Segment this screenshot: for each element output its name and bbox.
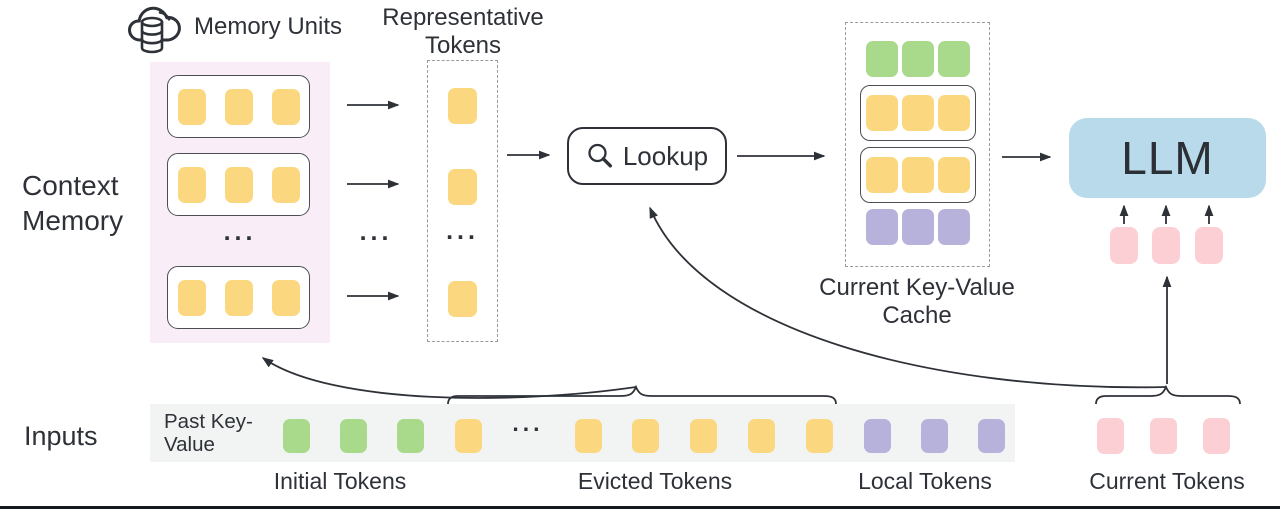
local-token xyxy=(864,419,891,453)
evicted-token xyxy=(748,419,775,453)
cloud-database-icon xyxy=(128,6,181,54)
evicted-token xyxy=(455,419,482,453)
memory-ellipsis: ... xyxy=(223,218,257,246)
memory-unit xyxy=(167,75,310,138)
current-token-under-llm xyxy=(1195,227,1223,264)
current-token xyxy=(1097,418,1124,454)
cache-memory-unit xyxy=(860,85,976,141)
cache-token-yellow xyxy=(938,95,970,131)
memory-token xyxy=(224,279,253,316)
strip-ellipsis: ... xyxy=(512,410,544,436)
evicted-token xyxy=(690,419,717,453)
evicted-token xyxy=(632,419,659,453)
cache-row-green xyxy=(846,41,989,77)
memory-token xyxy=(271,88,300,125)
cache-token-purple xyxy=(865,209,898,245)
cache-token-green xyxy=(865,41,898,77)
llm-box: LLM xyxy=(1069,118,1266,198)
memory-token xyxy=(177,88,206,125)
memory-token xyxy=(271,279,300,316)
past-key-value-label: Past Key-Value xyxy=(164,410,253,456)
memory-token xyxy=(224,166,253,203)
initial-token xyxy=(283,419,310,453)
cache-token-yellow xyxy=(866,157,898,193)
brace-evicted-tokens xyxy=(447,384,837,405)
representative-tokens-label: Representative Tokens xyxy=(382,4,544,60)
local-token xyxy=(921,419,948,453)
memory-unit xyxy=(167,266,310,329)
cache-token-yellow xyxy=(902,95,934,131)
memory-token xyxy=(224,88,253,125)
cache-memory-unit xyxy=(860,147,976,203)
initial-token xyxy=(397,419,424,453)
cache-token-purple xyxy=(901,209,934,245)
cache-token-yellow xyxy=(902,157,934,193)
cache-token-purple xyxy=(937,209,970,245)
current-token xyxy=(1150,418,1177,454)
brace-current-tokens xyxy=(1095,384,1241,405)
cache-token-yellow xyxy=(866,95,898,131)
local-token xyxy=(978,419,1005,453)
current-tokens-label: Current Tokens xyxy=(1089,468,1245,494)
cache-token-green xyxy=(937,41,970,77)
memory-token xyxy=(177,279,206,316)
representative-token xyxy=(448,88,477,124)
current-kv-cache-box xyxy=(845,22,990,267)
current-token xyxy=(1203,418,1230,454)
memory-unit xyxy=(167,153,310,216)
representative-ellipsis: ... xyxy=(446,217,479,245)
initial-token xyxy=(340,419,367,453)
evicted-tokens-label: Evicted Tokens xyxy=(577,468,733,494)
initial-tokens-label: Initial Tokens xyxy=(273,468,407,494)
memory-token xyxy=(271,166,300,203)
cache-token-green xyxy=(901,41,934,77)
evicted-token xyxy=(806,419,833,453)
llm-label: LLM xyxy=(1121,132,1214,184)
lookup-label: Lookup xyxy=(622,140,709,171)
current-token-under-llm xyxy=(1152,227,1180,264)
memory-units-label: Memory Units xyxy=(194,13,343,40)
inputs-label: Inputs xyxy=(24,421,98,451)
between-ellipsis: ... xyxy=(359,218,393,246)
context-memory-label: Context Memory xyxy=(22,170,124,236)
current-kv-cache-label: Current Key-Value Cache xyxy=(819,274,1015,330)
representative-tokens-box: ... xyxy=(427,60,498,342)
cache-token-yellow xyxy=(938,157,970,193)
current-token-under-llm xyxy=(1110,227,1138,264)
representative-token xyxy=(448,281,477,317)
representative-token xyxy=(448,169,477,205)
memory-token xyxy=(177,166,206,203)
lookup-button: Lookup xyxy=(567,127,727,185)
evicted-token xyxy=(575,419,602,453)
cache-row-purple xyxy=(846,209,989,245)
context-memory-panel: ... xyxy=(150,62,330,343)
local-tokens-label: Local Tokens xyxy=(858,468,992,494)
magnifier-icon xyxy=(588,143,612,168)
curve-evicted-to-context-memory xyxy=(261,357,637,399)
